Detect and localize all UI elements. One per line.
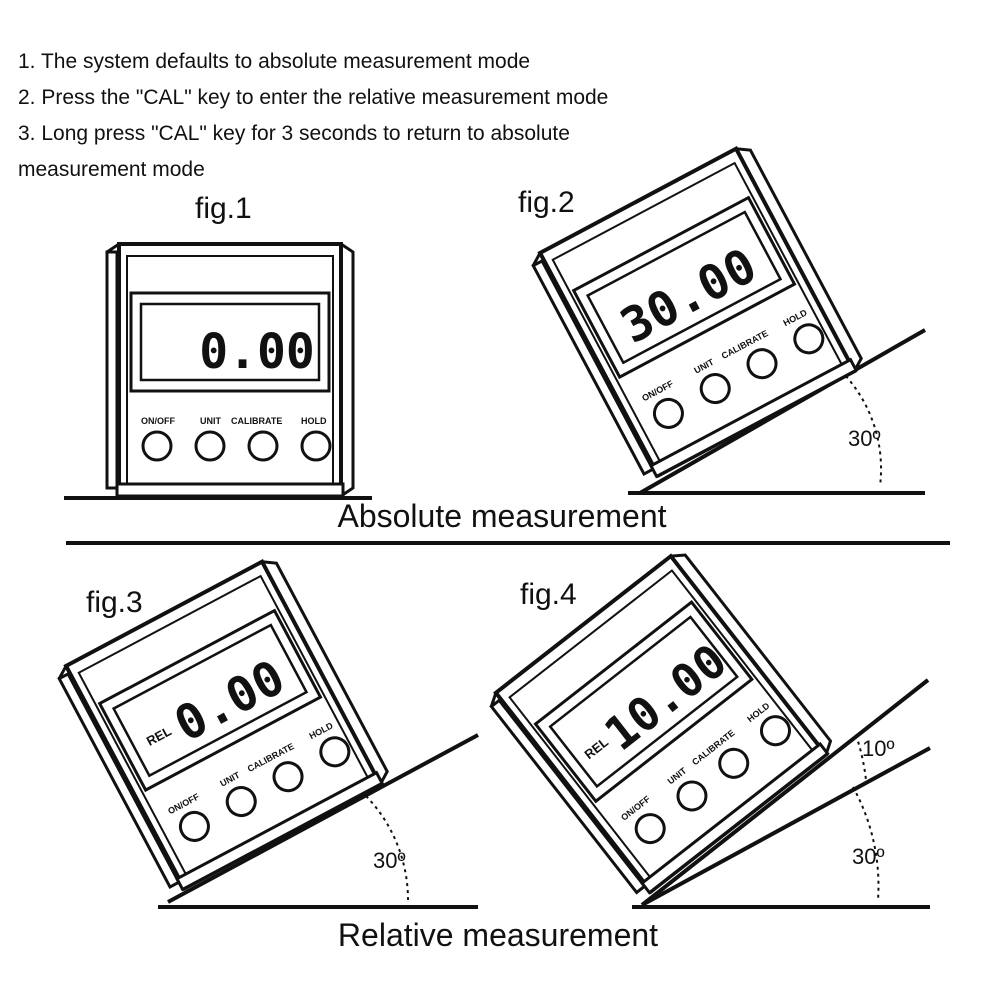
figure-4: fig.4 30º 10º REL 10.00 ON/OFF UNIT CALI… xyxy=(484,546,931,909)
instruction-line-2: 2. Press the "CAL" key to enter the rela… xyxy=(18,86,609,109)
hold-label: HOLD xyxy=(301,416,327,426)
instruction-line-3: 3. Long press "CAL" key for 3 seconds to… xyxy=(18,122,570,145)
incline-line-30 xyxy=(641,746,931,907)
angle-label-2: 30º xyxy=(848,426,881,451)
figure-4-label: fig.4 xyxy=(520,578,577,611)
absolute-measurement-title: Absolute measurement xyxy=(337,498,666,534)
inclinometer-device-3: REL 0.00 ON/OFF UNIT CALIBRATE HOLD xyxy=(55,556,391,894)
instruction-line-1: 1. The system defaults to absolute measu… xyxy=(18,50,531,73)
figure-2-label: fig.2 xyxy=(518,186,575,219)
unit-label: UNIT xyxy=(200,416,221,426)
instructions: 1. The system defaults to absolute measu… xyxy=(18,44,718,188)
angle-label-3: 30º xyxy=(373,848,406,873)
angle-arc-4b xyxy=(855,734,867,781)
inclinometer-device-1: 0.00 ON/OFF UNIT CALIBRATE HOLD xyxy=(105,242,355,498)
incline-line-3 xyxy=(167,733,479,904)
figure-3-label: fig.3 xyxy=(86,586,143,619)
figure-2: fig.2 30º 30.00 ON/OFF UNIT CALIBRATE HO… xyxy=(518,143,926,495)
inclinometer-device-4: REL 10.00 ON/OFF UNIT CALIBRATE HOLD xyxy=(484,546,838,901)
angle-arc-3 xyxy=(365,795,409,901)
incline-line-40 xyxy=(640,678,930,907)
relative-measurement-title: Relative measurement xyxy=(338,917,658,953)
instruction-line-4: measurement mode xyxy=(18,158,205,181)
onoff-label: ON/OFF xyxy=(141,416,175,426)
calibrate-label: CALIBRATE xyxy=(231,416,282,426)
figure-1-label: fig.1 xyxy=(195,192,252,225)
angle-label-4-rel: 10º xyxy=(862,736,895,761)
angle-arc-4a xyxy=(852,786,880,901)
inclinometer-device-2: 30.00 ON/OFF UNIT CALIBRATE HOLD xyxy=(529,143,865,481)
figure-3: fig.3 30º REL 0.00 ON/OFF UNIT CALIBRATE… xyxy=(55,556,479,909)
angle-label-4: 30º xyxy=(852,844,885,869)
lcd-reading-1: 0.00 xyxy=(199,324,315,380)
figure-1: fig.1 0.00 ON/OFF UNIT CALIBRATE HOLD xyxy=(64,192,372,500)
